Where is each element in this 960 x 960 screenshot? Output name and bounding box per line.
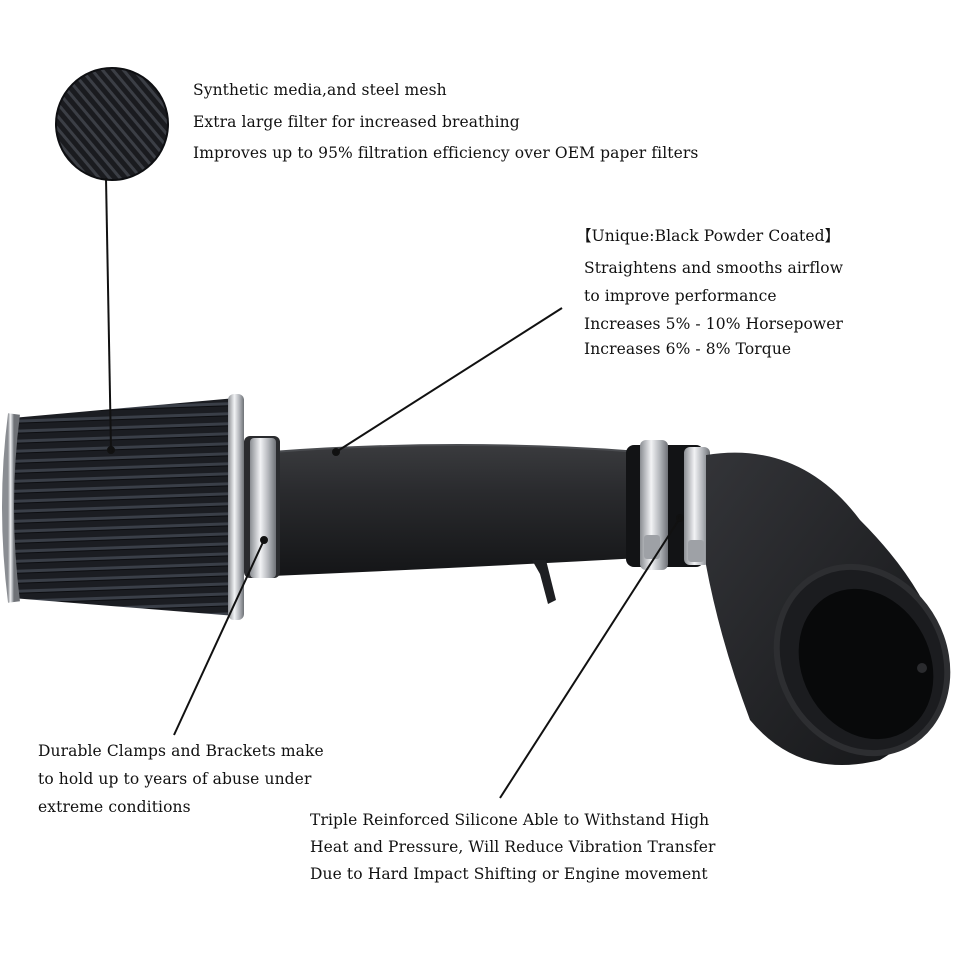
filter-feature-line-2: Extra large filter for increased breathi…	[193, 113, 520, 131]
silicone-feature-line-2: Heat and Pressure, Will Reduce Vibration…	[310, 838, 716, 856]
leader-dot-silicone	[676, 514, 684, 522]
leader-line-filter-media	[105, 177, 112, 451]
filter-feature-line-1: Synthetic media,and steel mesh	[193, 81, 447, 99]
intake-pipe	[271, 444, 641, 604]
pipe-feature-line-1: Straightens and smooths airflow	[584, 259, 844, 277]
pipe-feature-line-3: Increases 5% - 10% Horsepower	[584, 315, 844, 333]
filter-feature-line-3: Improves up to 95% filtration efficiency…	[193, 144, 699, 162]
leader-lines	[105, 177, 684, 799]
clamps-feature-line-1: Durable Clamps and Brackets make	[38, 742, 324, 760]
clamps-feature-line-3: extreme conditions	[38, 798, 191, 816]
cone-air-filter	[2, 394, 280, 620]
leader-line-pipe	[335, 307, 563, 453]
filter-media-closeup	[55, 67, 169, 181]
pipe-feature-line-4: Increases 6% - 8% Torque	[584, 340, 792, 358]
silicone-coupler	[626, 440, 710, 570]
leader-dot-filter-media	[107, 446, 115, 454]
leader-line-clamps	[173, 539, 265, 736]
intake-elbow	[706, 452, 951, 765]
silicone-feature-line-1: Triple Reinforced Silicone Able to Withs…	[310, 811, 710, 829]
leader-dot-clamps	[260, 536, 268, 544]
clamps-feature-line-2: to hold up to years of abuse under	[38, 770, 312, 788]
pipe-feature-heading: 【Unique:Black Powder Coated】	[576, 227, 841, 245]
leader-line-silicone	[499, 517, 681, 799]
pipe-feature-line-2: to improve performance	[584, 287, 777, 305]
silicone-feature-line-3: Due to Hard Impact Shifting or Engine mo…	[310, 865, 708, 883]
leader-dot-pipe	[332, 448, 340, 456]
